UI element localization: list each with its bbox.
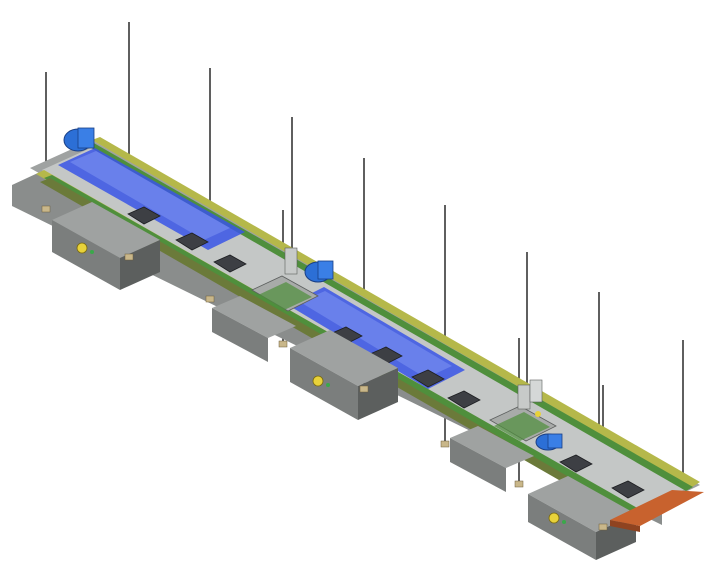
rod-clamps bbox=[41, 205, 608, 531]
clamp bbox=[41, 205, 51, 213]
fixture-icon bbox=[611, 480, 645, 499]
box-top bbox=[528, 476, 636, 532]
status-light bbox=[562, 520, 566, 524]
box-side bbox=[120, 240, 160, 290]
motor-body bbox=[547, 433, 563, 449]
box-top bbox=[52, 202, 160, 258]
clamp bbox=[440, 440, 450, 448]
pallets bbox=[127, 206, 645, 499]
transfer-station-1 bbox=[251, 247, 319, 312]
motor-body bbox=[77, 127, 95, 149]
tray-highlight bbox=[300, 291, 452, 378]
blue-tray-2 bbox=[288, 287, 465, 389]
tray-highlight bbox=[70, 151, 230, 240]
box-top bbox=[290, 330, 398, 386]
box-side bbox=[358, 368, 398, 420]
warning-icon bbox=[535, 411, 541, 417]
end-plate bbox=[610, 490, 704, 532]
blue-tray-1 bbox=[58, 148, 245, 250]
support-boxes bbox=[52, 202, 636, 560]
box-top bbox=[450, 426, 534, 468]
station-post bbox=[517, 384, 531, 410]
transfer-station-2 bbox=[489, 379, 557, 442]
indicators bbox=[76, 242, 566, 524]
clamp bbox=[205, 295, 215, 303]
warning-icon bbox=[548, 512, 560, 524]
box-top bbox=[212, 296, 296, 338]
status-light bbox=[326, 383, 330, 387]
end-plate-top bbox=[610, 490, 704, 526]
station-rail bbox=[494, 412, 550, 441]
box-front bbox=[52, 220, 120, 290]
fixture-icon bbox=[175, 232, 209, 251]
clamp bbox=[124, 253, 134, 261]
warning-icon bbox=[312, 375, 324, 387]
fixture-icon bbox=[127, 206, 161, 225]
clamp bbox=[359, 385, 369, 393]
fixture-icon bbox=[447, 390, 481, 409]
clamp bbox=[278, 340, 288, 348]
clamp bbox=[514, 480, 524, 488]
motor-icon bbox=[304, 260, 334, 283]
status-light bbox=[90, 250, 94, 254]
warning-icon bbox=[76, 242, 88, 254]
box-front bbox=[212, 308, 268, 362]
motor-body bbox=[317, 260, 334, 280]
fixture-icon bbox=[559, 454, 593, 473]
fixture-icon bbox=[411, 369, 445, 388]
box-front bbox=[290, 348, 358, 420]
box-front bbox=[528, 494, 596, 560]
box-front bbox=[450, 438, 506, 492]
rail-back bbox=[92, 137, 700, 487]
clamp bbox=[598, 523, 608, 531]
station-rail bbox=[256, 282, 312, 311]
motor-icon bbox=[63, 127, 95, 152]
motor-icon bbox=[535, 433, 563, 451]
station-post bbox=[284, 247, 298, 275]
station-box bbox=[529, 379, 543, 403]
end-plate-edge bbox=[610, 520, 640, 532]
fixture-icon bbox=[213, 254, 247, 273]
